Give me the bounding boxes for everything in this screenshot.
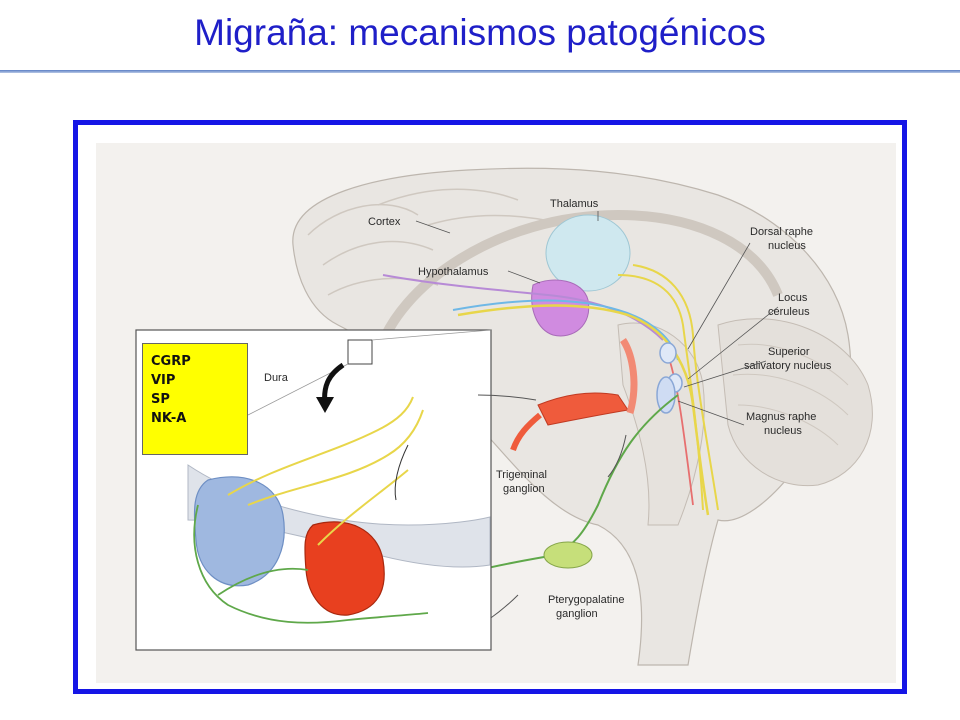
slide-title: Migraña: mecanismos patogénicos: [194, 12, 766, 53]
migraine-pathways-diagram: Cortex Thalamus Hypothalamus Dorsal raph…: [96, 143, 896, 683]
label-trigeminal-2: ganglion: [503, 483, 545, 495]
label-superior-1: Superior: [768, 346, 810, 358]
cerebellum-folia: [732, 343, 849, 446]
legend-item-sp: SP: [151, 392, 170, 407]
red-pathway: [667, 354, 694, 506]
label-trigeminal-1: Trigeminal: [496, 469, 547, 481]
trigeminal-branch: [510, 412, 542, 452]
legend-item-cgrp: CGRP: [151, 354, 191, 369]
label-ptery-2: ganglion: [556, 608, 598, 620]
label-ptery-1: Pterygopalatine: [548, 594, 624, 606]
neuropeptide-legend: CGRP VIP SP NK-A: [142, 343, 248, 455]
yellow-pathway-2: [617, 274, 704, 511]
diagram-frame: Cortex Thalamus Hypothalamus Dorsal raph…: [73, 120, 907, 694]
dura-membrane: [187, 464, 491, 568]
label-hypothalamus: Hypothalamus: [418, 266, 489, 278]
label-magnus-2: nucleus: [764, 425, 802, 437]
pterygopalatine-ganglion: [543, 541, 593, 569]
label-dorsal-raphe-2: nucleus: [768, 240, 806, 252]
cerebellum: [717, 318, 873, 487]
flow-arrow-2: [607, 434, 627, 478]
cortex-gyri: [307, 188, 569, 296]
inset-flow-arrow: [394, 444, 409, 501]
inset-sensory-fibers: [227, 396, 424, 546]
input-arrow: [477, 394, 537, 401]
label-leader-lines: [415, 211, 779, 426]
trigeminal-nerve-root: [619, 338, 638, 414]
title-divider: [0, 70, 960, 73]
cortical-pathway: [382, 274, 664, 341]
label-dorsal-raphe-1: Dorsal raphe: [750, 226, 813, 238]
label-thalamus: Thalamus: [550, 198, 599, 210]
label-magnus-1: Magnus raphe: [746, 411, 816, 423]
inset-autonomic-fibers: [193, 504, 429, 624]
label-cortex: Cortex: [368, 216, 401, 228]
dorsal-raphe-nucleus: [659, 342, 677, 364]
thalamus-region: [545, 214, 631, 292]
corpus-callosum: [373, 209, 783, 357]
label-locus-1: Locus: [778, 292, 808, 304]
dura-zoom-marker: [347, 339, 373, 365]
legend-item-nka: NK-A: [151, 411, 187, 426]
legend-item-vip: VIP: [151, 373, 176, 388]
magnus-raphe-nucleus: [656, 376, 676, 414]
label-locus-2: ceruleus: [768, 306, 810, 318]
zoom-arrowhead: [316, 397, 334, 413]
label-superior-2: salivatory nucleus: [744, 360, 832, 372]
label-dura: Dura: [264, 372, 289, 384]
blue-pathway: [452, 299, 679, 361]
vein-vessel: [193, 476, 285, 587]
artery-vessel: [304, 521, 385, 616]
brainstem: [617, 322, 705, 526]
